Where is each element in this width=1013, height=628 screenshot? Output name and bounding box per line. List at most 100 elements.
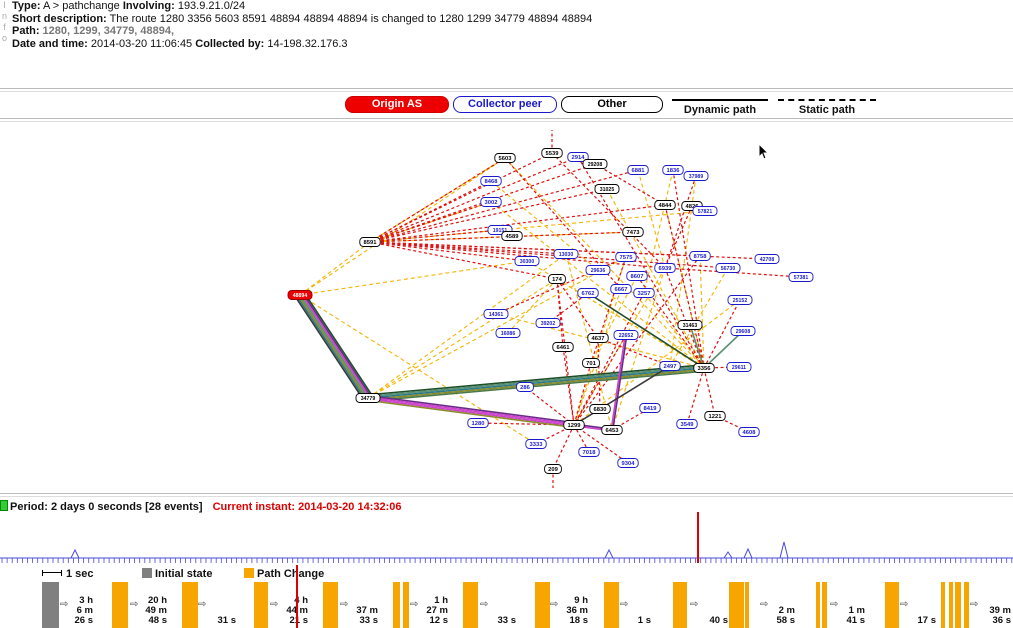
as-node-8758[interactable]: 8758 (689, 251, 711, 261)
as-node-14361[interactable]: 14361 (483, 309, 509, 319)
as-node-209[interactable]: 209 (544, 464, 562, 474)
as-node-3549[interactable]: 3549 (676, 419, 698, 429)
as-node-29208[interactable]: 29208 (582, 159, 608, 169)
path-change-bar[interactable] (403, 582, 409, 628)
as-node-57381[interactable]: 57381 (788, 272, 814, 282)
as-node-5539[interactable]: 5539 (541, 148, 563, 158)
as-node-2497[interactable]: 2497 (659, 361, 681, 371)
path-change-bar[interactable] (182, 582, 198, 628)
path-change-bar[interactable] (393, 582, 400, 628)
as-node-3356[interactable]: 3356 (693, 363, 715, 373)
as-node-6881[interactable]: 6881 (627, 165, 649, 175)
as-node-174[interactable]: 174 (548, 274, 566, 284)
as-node-13030[interactable]: 13030 (553, 249, 579, 259)
as-node-7473[interactable]: 7473 (622, 227, 644, 237)
as-node-8607[interactable]: 8607 (626, 271, 648, 281)
as-node-6461[interactable]: 6461 (552, 342, 574, 352)
as-node-57821[interactable]: 57821 (692, 206, 718, 216)
path-change-bar[interactable] (112, 582, 128, 628)
as-node-9304[interactable]: 9304 (617, 458, 639, 468)
as-node-42708[interactable]: 42708 (754, 254, 780, 264)
as-node-6667[interactable]: 6667 (610, 284, 632, 294)
as-node-label: 701 (586, 361, 596, 367)
legend-origin-as[interactable]: Origin AS (345, 96, 449, 113)
path-change-bar[interactable] (949, 582, 953, 628)
as-node-3333[interactable]: 3333 (525, 439, 547, 449)
path-change-bar[interactable] (673, 582, 687, 628)
as-node-25152[interactable]: 25152 (727, 295, 753, 305)
path-change-bar[interactable] (964, 582, 969, 628)
as-node-30300[interactable]: 30300 (514, 256, 540, 266)
as-node-6453[interactable]: 6453 (601, 425, 623, 435)
as-node-4844[interactable]: 4844 (654, 200, 676, 210)
as-node-31463[interactable]: 31463 (677, 320, 703, 330)
static-edge (669, 267, 729, 367)
as-node-2914[interactable]: 2914 (567, 152, 589, 162)
path-change-bar[interactable] (955, 582, 961, 628)
legend-other[interactable]: Other (561, 96, 663, 113)
as-node-5603[interactable]: 5603 (494, 153, 516, 163)
legend-dynamic-path[interactable]: Dynamic path (672, 99, 768, 116)
as-node-39202[interactable]: 39202 (535, 318, 561, 328)
as-node-8591[interactable]: 8591 (359, 237, 381, 247)
path-change-bar[interactable] (816, 582, 820, 628)
as-node-6762[interactable]: 6762 (577, 288, 599, 298)
as-node-34779[interactable]: 34779 (355, 393, 381, 403)
as-node-4637[interactable]: 4637 (587, 333, 609, 343)
as-node-22652[interactable]: 22652 (613, 330, 639, 340)
as-node-3002[interactable]: 3002 (480, 197, 502, 207)
as-node-6939[interactable]: 6939 (654, 263, 676, 273)
period-indicator-icon[interactable] (0, 500, 8, 511)
as-node-4589[interactable]: 4589 (501, 231, 523, 241)
event-strip-current-marker[interactable] (296, 565, 298, 628)
path-change-bar[interactable] (463, 582, 478, 628)
initial-state-bar[interactable] (42, 582, 59, 628)
as-node-29611[interactable]: 29611 (726, 362, 752, 372)
path-change-bar[interactable] (885, 582, 899, 628)
as-node-29608[interactable]: 29608 (730, 326, 756, 336)
legend-collector-peer[interactable]: Collector peer (453, 96, 557, 113)
path-change-bar[interactable] (745, 582, 749, 628)
as-node-8468[interactable]: 8468 (480, 176, 502, 186)
as-node-label: 3257 (638, 291, 651, 297)
event-arrow-icon: ⇨ (760, 599, 769, 610)
info-tab[interactable]: I n f o (0, 0, 9, 62)
as-node-6830[interactable]: 6830 (589, 404, 611, 414)
path-change-bar[interactable] (535, 582, 550, 628)
involving-label: Involving: (122, 0, 175, 12)
static-edge (367, 278, 558, 399)
as-node-4608[interactable]: 4608 (738, 427, 760, 437)
as-node-label: 3356 (698, 366, 712, 372)
as-node-286[interactable]: 286 (516, 382, 534, 392)
static-edge (686, 367, 705, 425)
as-node-label: 37989 (689, 174, 704, 180)
as-node-31025[interactable]: 31025 (594, 184, 620, 194)
as-node-29636[interactable]: 29636 (585, 265, 611, 275)
event-strip[interactable]: ⇨3 h 6 m 26 s⇨20 h 49 m 48 s⇨31 s⇨4 h 44… (0, 582, 1013, 628)
static-edge (556, 278, 564, 348)
as-node-37989[interactable]: 37989 (683, 171, 709, 181)
as-node-7018[interactable]: 7018 (578, 447, 600, 457)
as-node-701[interactable]: 701 (582, 358, 600, 368)
legend-static-path[interactable]: Static path (778, 99, 876, 116)
path-change-bar[interactable] (323, 582, 338, 628)
scale-label: 1 sec (66, 568, 94, 580)
as-node-1299[interactable]: 1299 (563, 420, 585, 430)
as-node-1221[interactable]: 1221 (704, 411, 726, 421)
as-node-7575[interactable]: 7575 (615, 252, 637, 262)
as-node-16086[interactable]: 16086 (495, 328, 521, 338)
activity-timeline[interactable] (0, 510, 1013, 566)
as-node-1280[interactable]: 1280 (467, 418, 489, 428)
as-node-1836[interactable]: 1836 (662, 165, 684, 175)
dynamic-edge (300, 293, 371, 398)
path-change-bar[interactable] (604, 582, 619, 628)
as-node-56730[interactable]: 56730 (715, 263, 741, 273)
path-change-bar[interactable] (729, 582, 744, 628)
path-change-bar[interactable] (941, 582, 945, 628)
path-change-bar[interactable] (254, 582, 268, 628)
as-node-48894[interactable]: 48894 (287, 290, 313, 300)
as-node-3257[interactable]: 3257 (633, 288, 655, 298)
path-change-bar[interactable] (822, 582, 827, 628)
as-node-8419[interactable]: 8419 (639, 403, 661, 413)
